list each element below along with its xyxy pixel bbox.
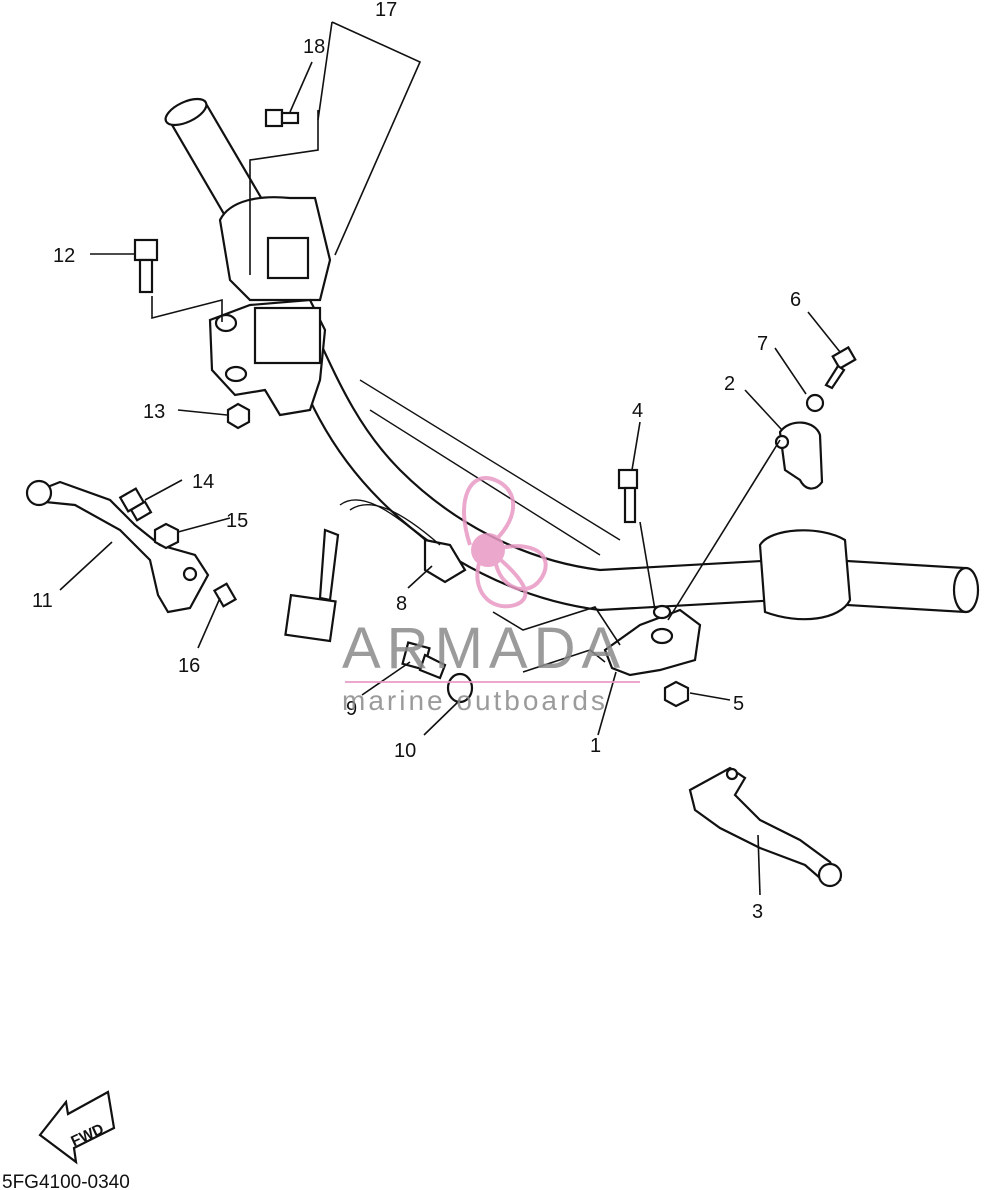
callout-labels: 1 2 3 4 5 6 7 8 9 10 11 12 13 14 15 16 1… — [32, 0, 801, 923]
callout-10: 10 — [394, 740, 416, 762]
callout-4: 4 — [632, 400, 643, 422]
callout-18: 18 — [303, 36, 325, 58]
callout-12: 12 — [53, 245, 75, 267]
propeller-logo-icon — [462, 476, 548, 609]
callout-2: 2 — [724, 373, 735, 395]
part-6-screw — [824, 345, 857, 390]
watermark-brand: ARMADA — [342, 616, 626, 681]
part-13-nut — [226, 402, 251, 430]
callout-9: 9 — [346, 698, 357, 720]
callout-8: 8 — [396, 593, 407, 615]
callout-11: 11 — [32, 590, 53, 612]
handlebar — [283, 297, 782, 612]
right-grip — [758, 529, 980, 621]
part-5-nut — [663, 680, 690, 708]
callout-15: 15 — [226, 510, 248, 532]
part-12-bolt — [133, 238, 159, 294]
part-14-bolt — [118, 487, 153, 522]
part-1-bracket — [603, 604, 702, 677]
watermark: ARMADA marine outboards — [342, 476, 640, 716]
callout-14: 14 — [192, 471, 214, 493]
callout-7: 7 — [757, 333, 768, 355]
leader-lines — [59, 21, 841, 896]
left-lever-bracket — [208, 298, 327, 417]
throttle-housing — [218, 196, 332, 302]
part-15-nut — [153, 522, 180, 550]
callout-13: 13 — [143, 401, 165, 423]
watermark-tagline: marine outboards — [342, 685, 608, 716]
callout-17: 17 — [375, 0, 397, 21]
callout-6: 6 — [790, 289, 801, 311]
part-7-washer — [805, 393, 825, 413]
callout-5: 5 — [733, 693, 744, 715]
callout-1: 1 — [590, 735, 601, 757]
part-18-screw — [264, 108, 300, 128]
part-4-bolt — [617, 468, 639, 524]
fwd-arrow: FWD — [38, 1090, 116, 1165]
part-11-lever — [25, 479, 210, 614]
callout-16: 16 — [178, 655, 200, 677]
callout-3: 3 — [752, 901, 763, 923]
part-2-clamp — [774, 421, 824, 490]
diagram-code: 5FG4100-0340 — [2, 1172, 130, 1190]
part-8-switch — [284, 499, 467, 643]
part-3-lever — [688, 766, 843, 888]
